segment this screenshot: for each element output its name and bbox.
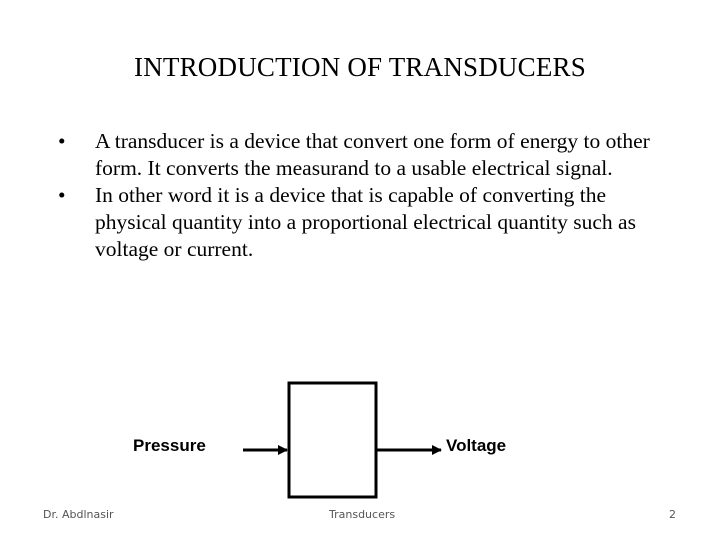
- bullet-marker: •: [58, 129, 66, 153]
- transducer-box: [287, 381, 378, 499]
- footer-topic: Transducers: [329, 508, 396, 521]
- output-label-voltage: Voltage: [446, 436, 507, 455]
- bullet-marker: •: [58, 183, 66, 207]
- input-label-pressure: Pressure: [133, 436, 206, 455]
- bullet-item: • In other word it is a device that is c…: [58, 182, 658, 263]
- slide-title: INTRODUCTION OF TRANSDUCERS: [134, 52, 586, 82]
- bullet-list: • A transducer is a device that convert …: [58, 128, 658, 263]
- bullet-text: A transducer is a device that convert on…: [95, 129, 650, 180]
- bullet-item: • A transducer is a device that convert …: [58, 128, 658, 182]
- bullet-text: In other word it is a device that is cap…: [95, 183, 636, 261]
- footer-author: Dr. Abdlnasir: [43, 508, 114, 521]
- page-number: 2: [669, 508, 676, 521]
